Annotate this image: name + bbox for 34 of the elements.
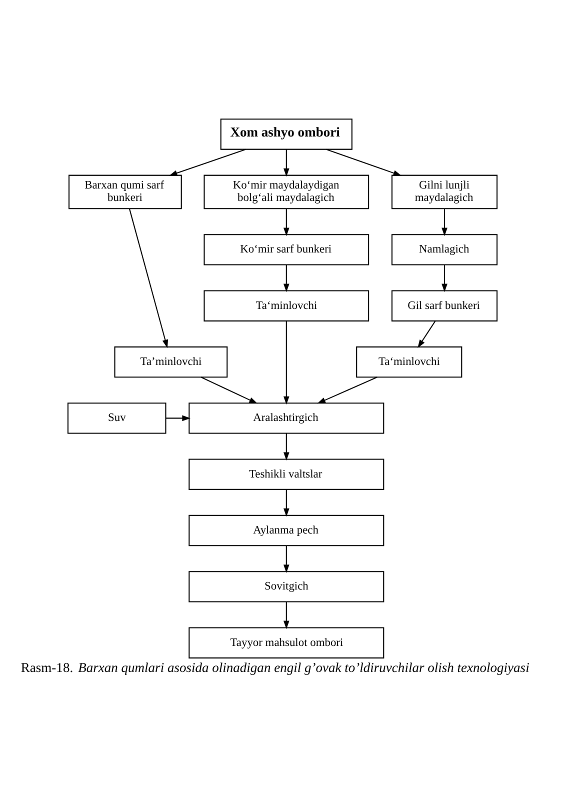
arrow — [283, 433, 290, 461]
arrow — [128, 208, 168, 348]
node-box: Ko‘mir sarf bunkeri — [204, 234, 370, 266]
node-box: Xom ashyo ombori — [220, 118, 352, 150]
arrow — [283, 321, 290, 405]
node-box: Aralashtirgich — [188, 402, 384, 434]
arrow — [283, 264, 290, 292]
arrow — [166, 415, 191, 422]
arrow — [283, 546, 290, 573]
arrow — [326, 148, 402, 176]
node-box: Ko‘mir maydalaydigan bolg‘ali maydalagich — [204, 174, 370, 210]
arrow — [283, 149, 290, 177]
node-box: Gil sarf bunkeri — [391, 290, 498, 322]
arrow — [418, 320, 436, 348]
arrow — [317, 376, 378, 404]
node-box: Tayyor mahsulot ombori — [188, 627, 384, 658]
arrow — [442, 208, 448, 236]
arrow — [283, 208, 290, 236]
node-box: Ta‘minlovchi — [356, 346, 462, 378]
node-box: Ta‘minlovchi — [204, 290, 370, 322]
node-box: Ta’minlovchi — [114, 346, 228, 378]
arrow — [200, 376, 258, 404]
node-box: Sovitgich — [188, 571, 384, 602]
arrow — [442, 264, 448, 292]
node-box: Teshikli valtslar — [188, 458, 384, 490]
node-box: Barxan qumi sarf bunkeri — [68, 174, 182, 210]
arrow — [283, 490, 290, 517]
arrow — [168, 148, 246, 176]
node-box: Namlagich — [391, 234, 498, 266]
node-box: Aylanma pech — [188, 514, 384, 546]
arrow — [283, 602, 290, 630]
node-box: Gilni lunjli maydalagich — [391, 174, 498, 210]
caption: Rasm-18. Barxan qumlari asosida olinadigan engil g’ovak to’ldiruvchilar olish texnologiyasi — [20, 660, 530, 675]
node-box: Suv — [67, 402, 166, 434]
